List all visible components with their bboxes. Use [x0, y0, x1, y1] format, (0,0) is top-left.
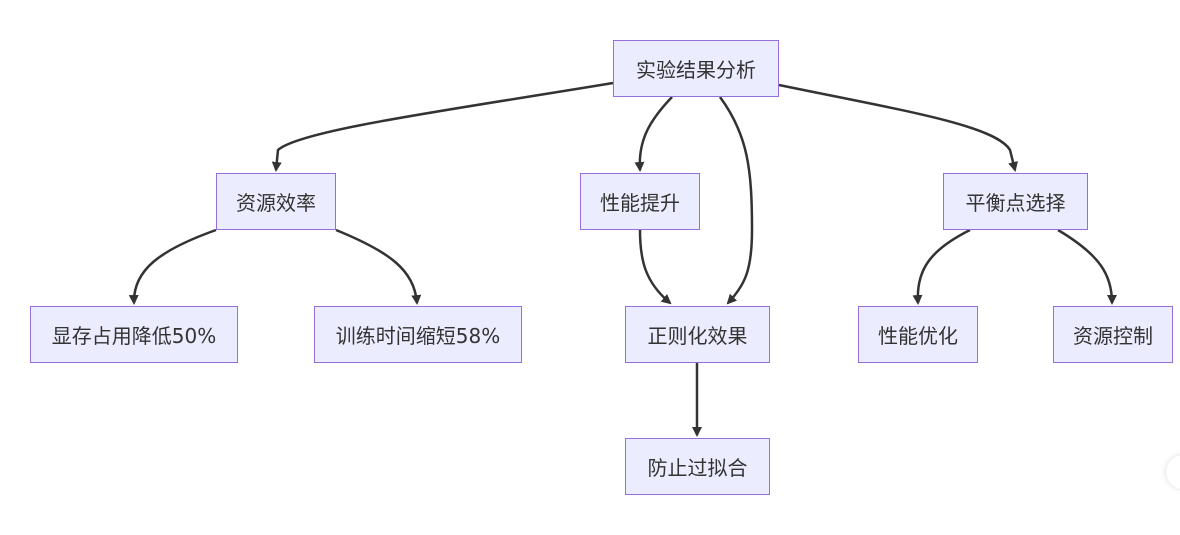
node-resource-efficiency[interactable]: 资源效率	[216, 173, 336, 230]
node-regularization[interactable]: 正则化效果	[625, 306, 770, 363]
edge-resource-efficiency-to-training-time	[335, 228, 422, 305]
node-balance-choice[interactable]: 平衡点选择	[943, 173, 1088, 230]
edge-resource-efficiency-to-memory	[128, 228, 217, 305]
node-performance-gain[interactable]: 性能提升	[580, 173, 700, 230]
edge-balance-choice-to-resource-control	[1057, 228, 1117, 305]
edge-root-to-resource-efficiency	[271, 81, 614, 172]
edge-root-to-regularization	[718, 96, 754, 305]
node-training-time[interactable]: 训练时间缩短58%	[314, 306, 522, 363]
node-resource-control[interactable]: 资源控制	[1053, 306, 1173, 363]
node-memory-reduction[interactable]: 显存占用降低50%	[30, 306, 238, 363]
edge-performance-gain-to-regularization	[638, 229, 672, 305]
floating-action-circle[interactable]	[1166, 455, 1180, 489]
node-prevent-overfitting[interactable]: 防止过拟合	[625, 438, 770, 495]
edge-balance-choice-to-performance-opt	[912, 228, 971, 305]
node-experiment-analysis[interactable]: 实验结果分析	[613, 40, 779, 97]
edge-root-to-balance-choice	[778, 83, 1018, 172]
node-performance-optimization[interactable]: 性能优化	[858, 306, 978, 363]
edge-root-to-performance-gain	[634, 96, 673, 172]
